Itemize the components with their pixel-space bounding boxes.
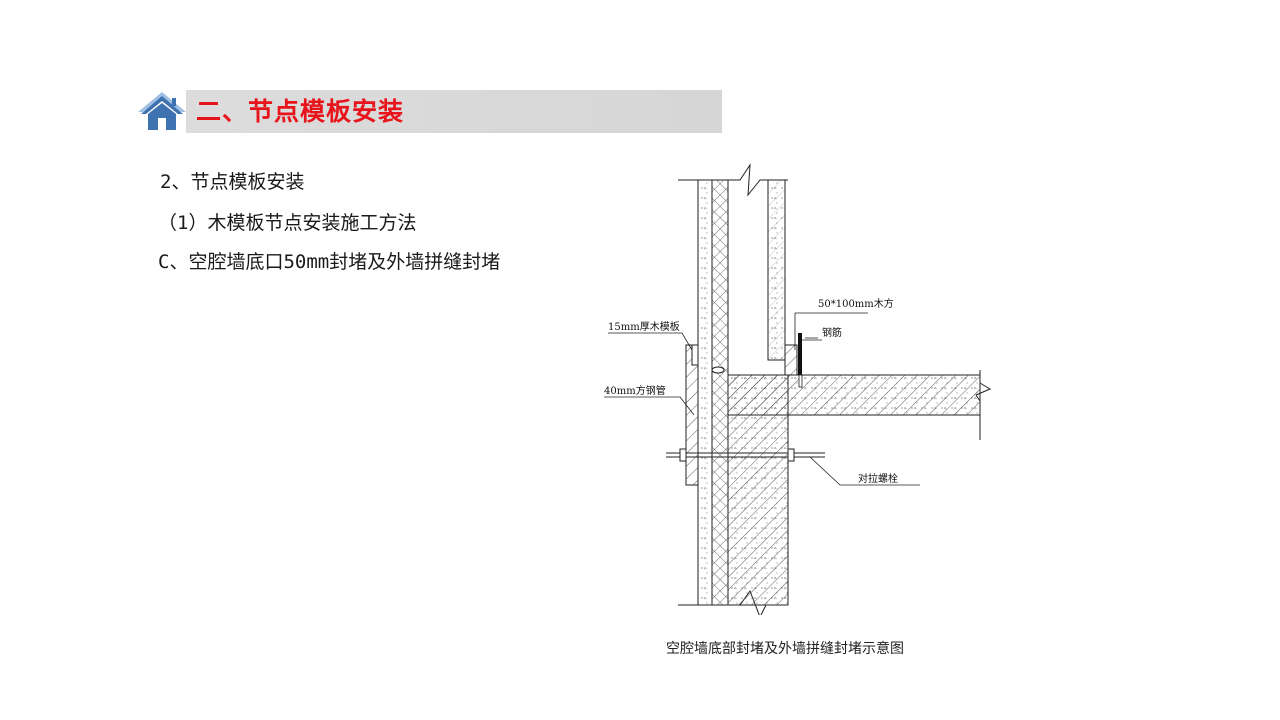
section-heading: 2、节点模板安装 <box>160 171 305 193</box>
label-bolt: 对拉螺栓 <box>858 472 898 485</box>
label-rebar: 钢筋 <box>822 326 842 339</box>
label-timber: 50*100mm木方 <box>818 297 894 310</box>
figure-caption: 空腔墙底部封堵及外墙拼缝封堵示意图 <box>666 641 904 657</box>
title-bar <box>186 90 722 133</box>
label-steel-pipe: 40mm方钢管 <box>604 384 666 397</box>
subsection-heading: （1）木模板节点安装施工方法 <box>158 212 417 234</box>
page-title: 二、节点模板安装 <box>196 97 405 126</box>
home-icon <box>138 92 186 130</box>
label-wood-panel: 15mm厚木模板 <box>608 320 680 333</box>
construction-drawing: 15mm厚木模板 40mm方钢管 50*100mm木方 钢筋 对拉螺栓 <box>604 163 992 615</box>
item-heading: C、空腔墙底口50mm封堵及外墙拼缝封堵 <box>158 251 501 273</box>
